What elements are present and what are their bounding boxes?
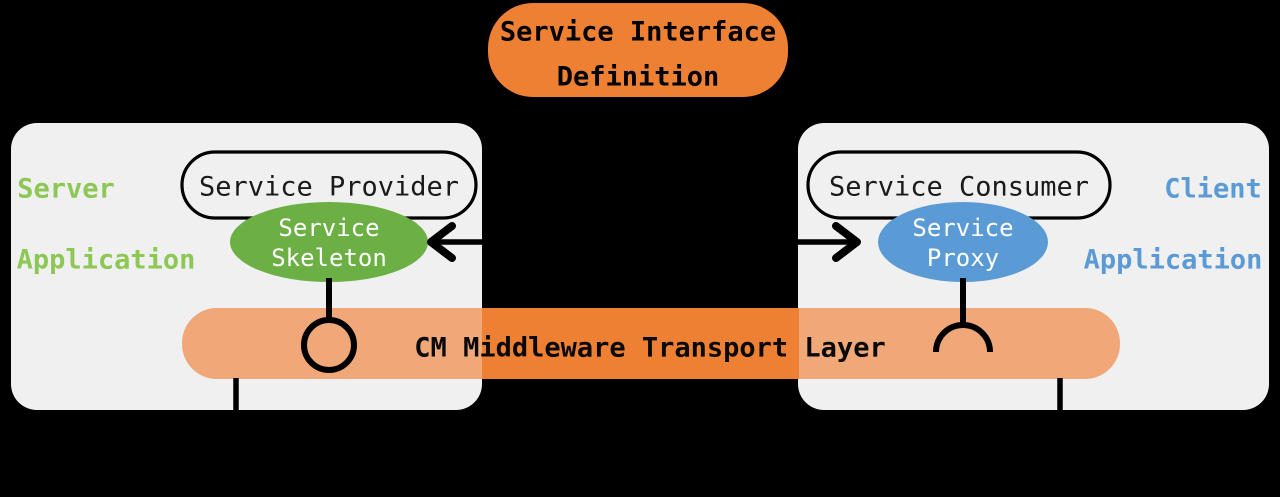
client-side-label-line2: Application — [1084, 245, 1263, 276]
service-interface-definition-label-line2: Definition — [557, 62, 720, 93]
service-proxy-label-line2: Proxy — [927, 244, 999, 272]
service-interface-definition-node[interactable] — [488, 3, 788, 97]
server-side-label-line1: Server — [17, 174, 115, 205]
service-provider-label: Service Provider — [199, 172, 459, 203]
arrow-to-service-proxy — [795, 222, 861, 262]
server-side-label-line2: Application — [17, 245, 196, 276]
service-proxy-ellipse[interactable] — [878, 202, 1048, 282]
service-skeleton-label-line1: Service — [278, 214, 379, 242]
transport-layer-bar-dark — [482, 308, 799, 379]
client-side-label-line1: Client — [1164, 174, 1262, 205]
service-skeleton-ellipse[interactable] — [230, 202, 428, 282]
transport-layer-label: CM Middleware Transport Layer — [414, 333, 885, 364]
arrow-to-service-skeleton — [427, 222, 492, 262]
service-interface-definition-label-line1: Service Interface — [500, 17, 776, 48]
required-interface-socket-icon — [933, 322, 993, 353]
service-consumer-label: Service Consumer — [829, 172, 1089, 203]
service-skeleton-label-line2: Skeleton — [271, 244, 387, 272]
service-proxy-label-line1: Service — [912, 214, 1013, 242]
provided-interface-ball-icon — [301, 317, 357, 373]
